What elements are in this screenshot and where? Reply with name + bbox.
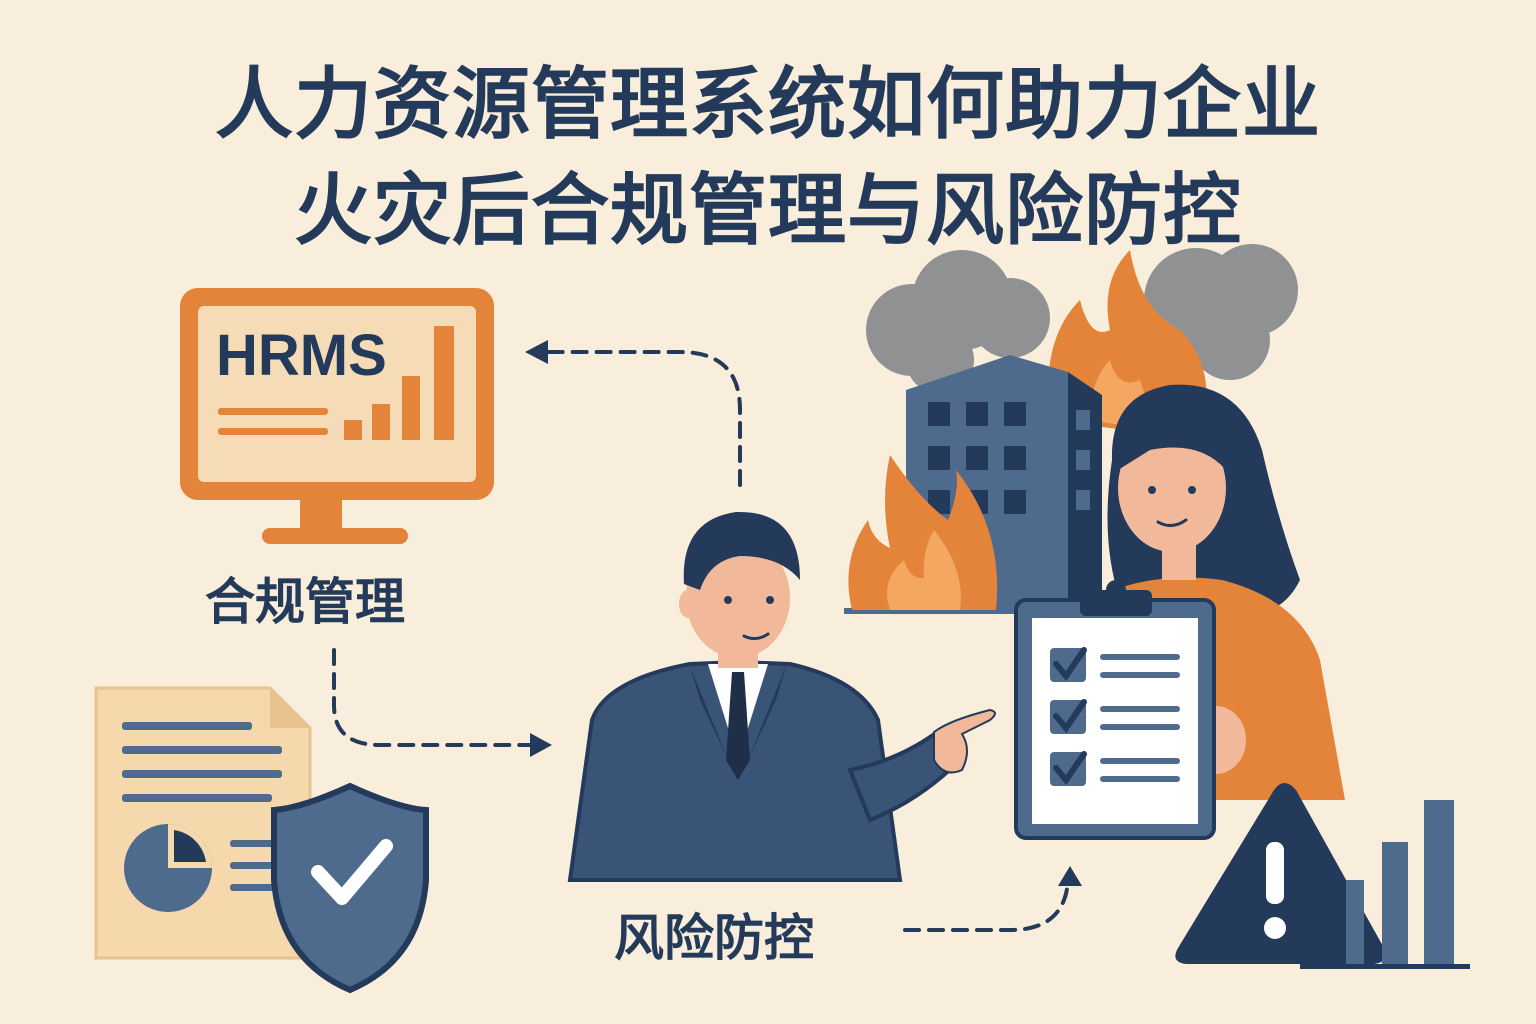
arrow-to-center [332,648,532,747]
risk-control-label: 风险防控 [614,909,814,967]
woman-figure [1090,384,1345,800]
shield-check-icon [271,782,429,994]
bar-chart-icon [1300,800,1470,969]
arrow-to-clipboard [903,878,1070,932]
checklist-row [1050,699,1180,734]
flame-icon [848,455,998,610]
clipboard-checklist-icon [1014,580,1216,840]
businessman-figure [567,511,996,882]
hrms-screen-label: HRMS [216,323,387,388]
page-title-line-2: 火灾后合规管理与风险防控 [293,166,1242,256]
compliance-label: 合规管理 [205,573,405,631]
arrow-to-monitor [543,350,742,487]
checklist-row [1050,647,1180,682]
document-icon [94,686,312,960]
page-title-line-1: 人力资源管理系统如何助力企业 [214,60,1321,150]
warning-triangle-icon [1175,783,1386,964]
arrow-heads [525,340,1082,886]
flow-arrows [332,350,1070,932]
checklist-row [1050,751,1180,786]
hrms-monitor-icon [180,288,494,544]
